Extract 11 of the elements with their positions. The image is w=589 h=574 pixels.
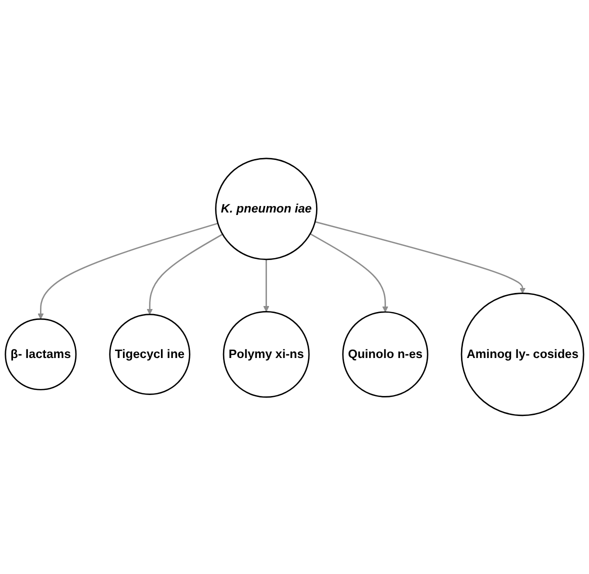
node-circle: Tigecycl ine — [109, 314, 190, 396]
arrow — [314, 221, 526, 294]
node-circle: β- lactams — [4, 318, 77, 390]
node-circle: Polymy xi-ns — [222, 311, 310, 398]
arrow — [146, 234, 223, 315]
arrow — [310, 233, 388, 312]
arrow — [38, 222, 218, 320]
arrow — [263, 260, 270, 312]
node-circle: Quinolo n-es — [342, 311, 428, 398]
node-circle: Aminog ly- cosides — [460, 292, 584, 416]
node-circle: K. pneumon iae — [215, 158, 318, 260]
